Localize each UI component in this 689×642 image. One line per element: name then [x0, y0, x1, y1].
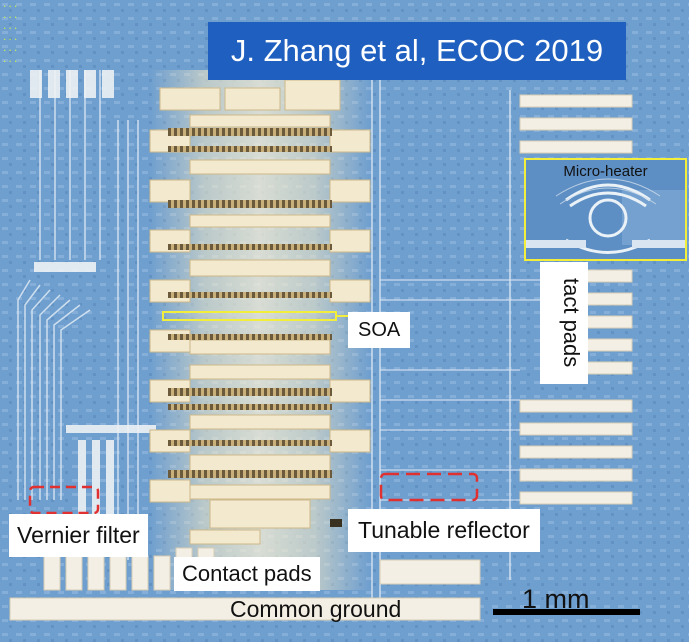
tunable-reflector-label: Tunable reflector — [348, 509, 540, 552]
contact-pads-bottom-label: Contact pads — [174, 557, 320, 591]
overlay-line: ... — [2, 44, 19, 54]
micro-heater-label: Micro-heater — [563, 163, 648, 180]
micro-heater-inset: Micro-heater — [524, 158, 687, 261]
micro-heater-graphic — [526, 160, 685, 259]
soa-label: SOA — [348, 312, 411, 348]
common-ground-label: Common ground — [230, 596, 402, 622]
contact-pads-right-label: tact pads — [540, 262, 588, 384]
overlay-line: ... — [2, 33, 19, 43]
citation-title: J. Zhang et al, ECOC 2019 — [208, 22, 626, 80]
scale-bar — [493, 609, 640, 615]
overlay-line: ... — [2, 11, 19, 21]
overlay-line: ... — [2, 22, 19, 32]
vernier-filter-label: Vernier filter — [9, 514, 148, 557]
overlay-line: ... — [2, 0, 19, 10]
microscope-metadata-overlay: ... ... ... ... ... ... — [2, 0, 18, 66]
overlay-line: ... — [2, 55, 19, 65]
